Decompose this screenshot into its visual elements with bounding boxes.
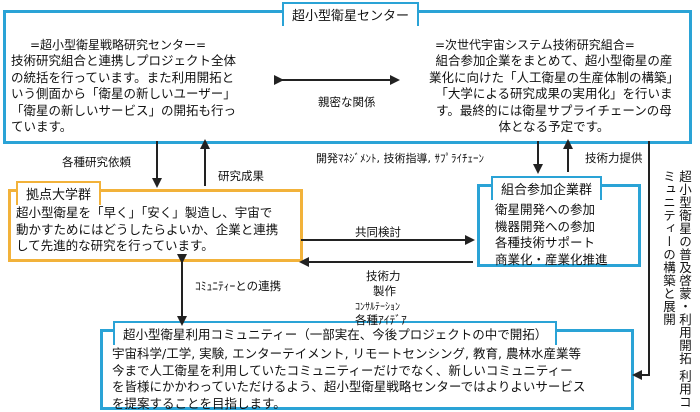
- community-title: 超小型衛星利用コミュニティー（一部実在、今後プロジェクトの中で開拓）: [113, 321, 558, 345]
- research-request-label: 各種研究依頼: [62, 155, 131, 169]
- satellite-center-title: 超小型衛星センター: [282, 2, 420, 26]
- tech-power-label: 技術力: [366, 269, 401, 283]
- ideas-label: 各種ｱｲﾃﾞｱ: [355, 313, 407, 327]
- close-relationship-label: 親密な関係: [318, 95, 376, 109]
- strategy-center-text: 技術研究組合と連携しプロジェクト全体 の統括を行っています。また利用開拓と いう…: [11, 53, 237, 134]
- research-results-label: 研究成果: [218, 169, 264, 183]
- tech-provision-label: 技術力提供: [585, 151, 643, 165]
- university-text: 超小型衛星を「早く」「安く」製造し、宇宙で 動かすためにはどうしたらよいか、企業…: [16, 205, 279, 253]
- dev-management-label: 開発ﾏﾈｼﾞﾒﾝﾄ, 技術指導, ｻﾌﾟﾗｲﾁｪｰﾝ: [316, 152, 484, 165]
- joint-study-label: 共同検討: [355, 225, 401, 239]
- community-text: 宇宙科学/工学, 実験, エンターテイメント, リモートセンシング, 教育, 農…: [112, 346, 586, 411]
- tech-association-text: 組合参加企業をまとめて、超小型衛星の産 業化に向けた「人工衛星の生産体制の構築」…: [428, 53, 679, 134]
- university-title: 拠点大学群: [16, 181, 102, 205]
- companies-title: 組合参加企業群: [491, 176, 603, 200]
- manufacturing-label: 製作: [373, 284, 396, 298]
- strategy-center-heading: =超小型衛星戦略研究センター=: [30, 38, 207, 52]
- consulting-label: ｺﾝｻﾙﾃｰｼｮﾝ: [355, 302, 400, 313]
- side-vertical-text: 超小型衛星の普及啓蒙・利用開拓 利用コミュニティーの構築と展開: [661, 170, 692, 409]
- companies-text: 衛星開発への参加 機器開発への参加 各種技術サポート 商業化・産業化推進: [495, 202, 608, 267]
- tech-association-heading: =次世代宇宙システム技術研究組合=: [435, 38, 635, 52]
- community-link-label: ｺﾐｭﾆﾃｨｰとの連携: [195, 279, 282, 293]
